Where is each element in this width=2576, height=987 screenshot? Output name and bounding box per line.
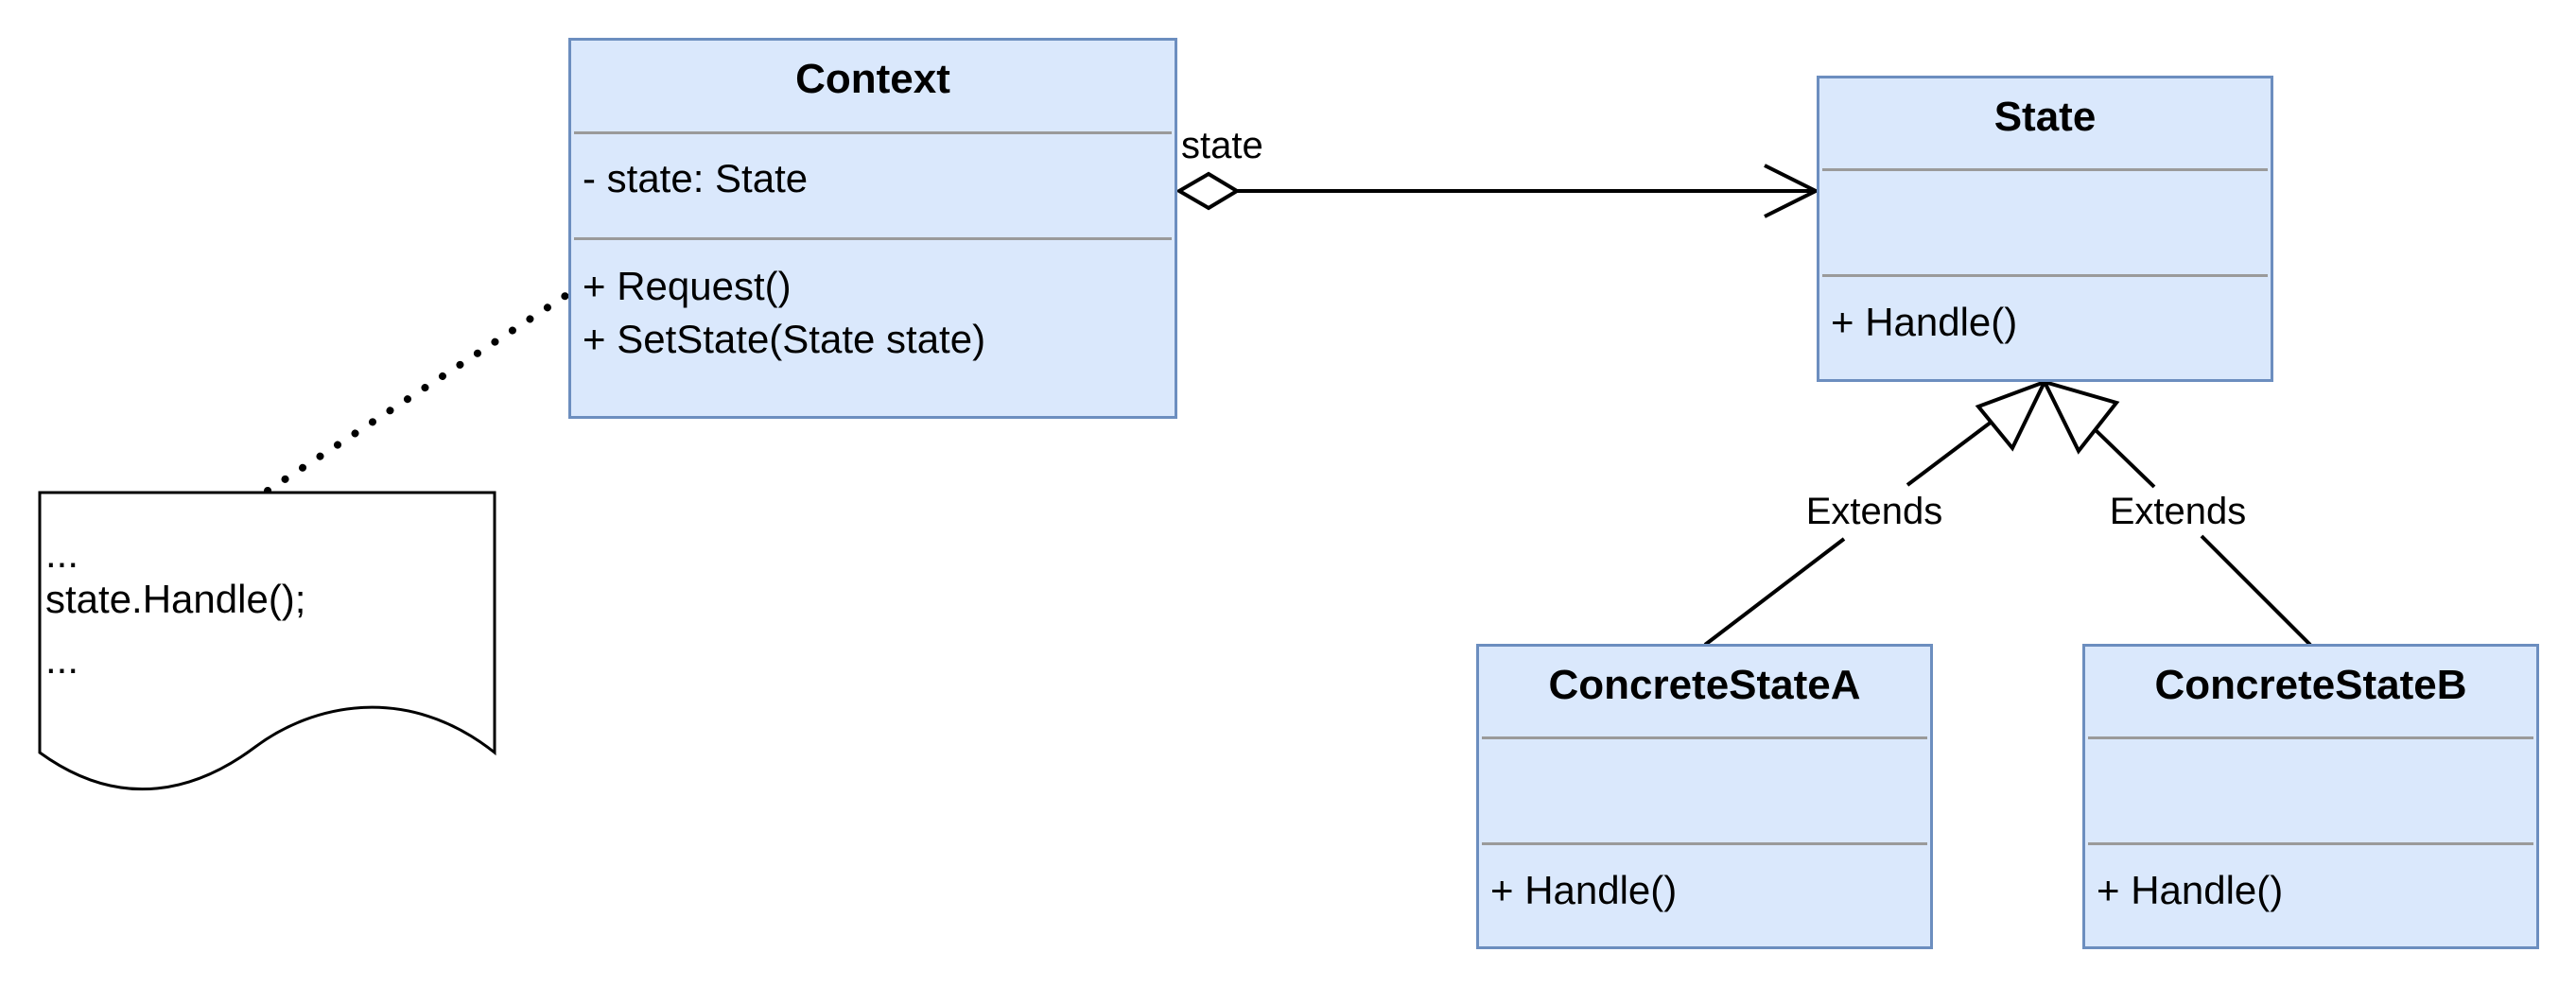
concrete-state-a-divider-2	[1482, 842, 1927, 845]
state-divider-1	[1822, 168, 2268, 171]
state-class-name: State	[1993, 94, 2097, 140]
extends-line-a-upper	[1906, 417, 1997, 487]
extends-arrowhead-b	[2041, 378, 2120, 455]
note-shape	[38, 491, 496, 791]
concrete-state-a-name: ConcreteStateA	[1548, 662, 1861, 708]
note-line-2: state.Handle();	[45, 577, 305, 621]
concrete-state-b-divider-2	[2088, 842, 2533, 845]
context-class-name: Context	[795, 56, 950, 102]
state-method-handle: + Handle()	[1831, 300, 2018, 344]
concrete-state-b-class[interactable]: ConcreteStateB + Handle()	[2082, 644, 2539, 949]
association-role-label: state	[1181, 125, 1263, 166]
extends-line-a-lower	[1703, 537, 1846, 647]
context-method-request: + Request()	[583, 264, 792, 308]
context-divider-1	[574, 131, 1172, 134]
concrete-state-a-class[interactable]: ConcreteStateA + Handle()	[1476, 644, 1933, 949]
association-arrowhead	[1764, 164, 1820, 218]
extends-label-a: Extends	[1806, 491, 1943, 532]
note-line-1: ...	[45, 531, 78, 576]
aggregation-diamond	[1175, 171, 1241, 211]
extends-line-b-upper	[2094, 428, 2156, 489]
extends-arrowhead-a	[1975, 378, 2048, 452]
concrete-state-a-divider-1	[1482, 736, 1927, 739]
context-attribute: - state: State	[583, 156, 809, 200]
extends-label-b: Extends	[2110, 491, 2247, 532]
state-class[interactable]: State + Handle()	[1817, 76, 2273, 382]
context-divider-2	[574, 237, 1172, 240]
concrete-state-b-divider-1	[2088, 736, 2533, 739]
context-class[interactable]: Context - state: State + Request() + Set…	[568, 38, 1177, 419]
extends-line-b-lower	[2200, 534, 2312, 647]
concrete-state-b-name: ConcreteStateB	[2154, 662, 2467, 708]
note-line-3: ...	[45, 637, 78, 682]
note-connector	[264, 285, 581, 494]
context-method-setstate: + SetState(State state)	[583, 317, 986, 361]
state-divider-2	[1822, 274, 2268, 277]
concrete-state-a-method-handle: + Handle()	[1490, 868, 1678, 912]
concrete-state-b-method-handle: + Handle()	[2097, 868, 2284, 912]
